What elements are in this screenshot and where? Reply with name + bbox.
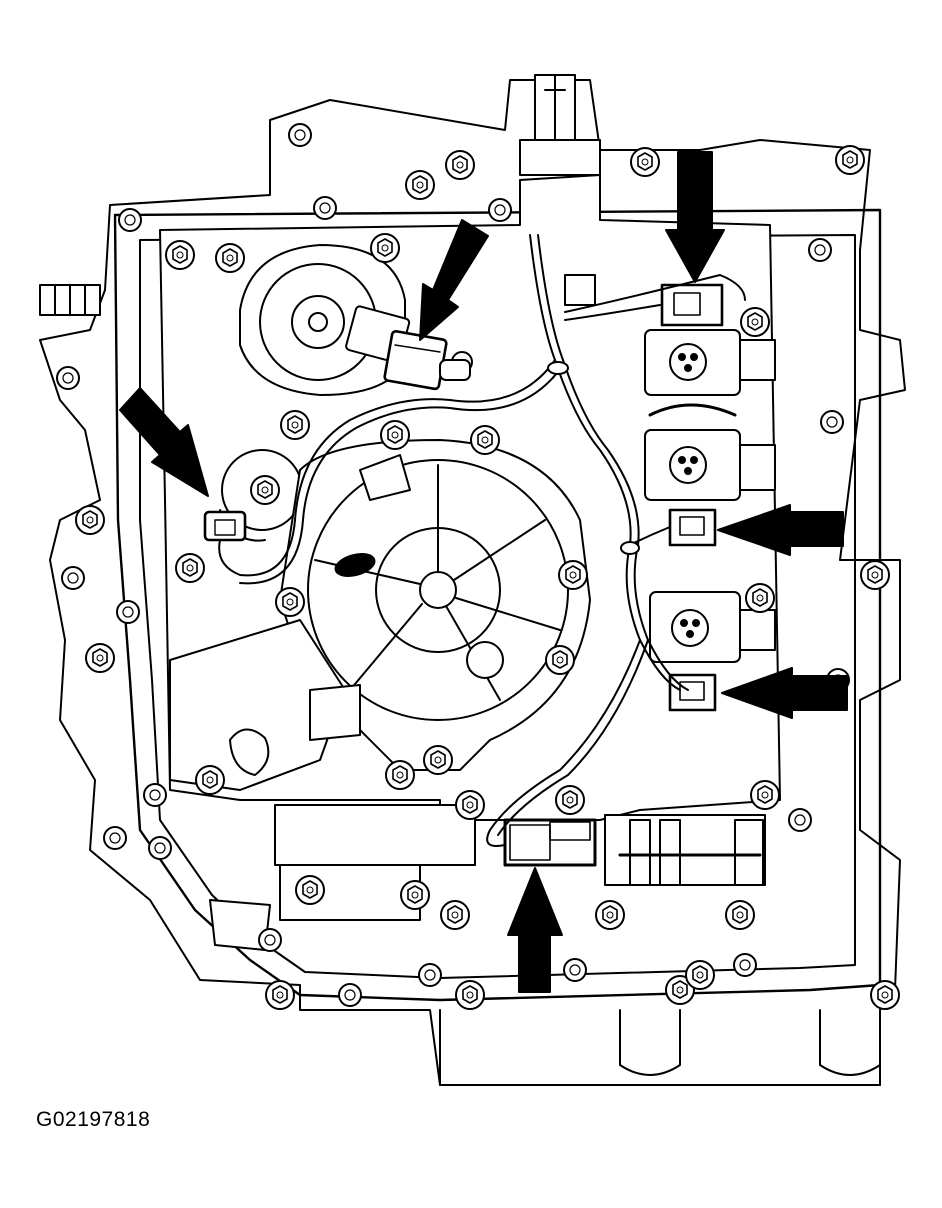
callout-arrow-bottom	[507, 867, 563, 993]
solenoid-lower-right	[649, 591, 776, 663]
pan-lobe-left	[619, 1009, 681, 1076]
manual-shaft-boss	[519, 74, 601, 176]
solenoid-spacer-arc	[648, 403, 737, 417]
figure-id-label: G02197818	[36, 1108, 151, 1131]
callout-arrow-upper-left	[419, 219, 489, 341]
connector-middle-right	[668, 508, 717, 547]
connector-top-right	[564, 274, 724, 327]
callout-arrow-left	[119, 387, 209, 497]
pan-lobe-right	[819, 1009, 881, 1076]
connector-lower-right	[668, 673, 717, 712]
callout-arrow-top-right	[665, 151, 725, 283]
solenoid-middle-right	[644, 429, 776, 501]
solenoid-upper-right	[644, 329, 776, 396]
valve-body-gasket-inner	[139, 234, 856, 979]
detent-lever-area	[169, 619, 361, 791]
pressure-control-solenoid	[239, 244, 411, 396]
lower-valve-channels	[209, 804, 766, 951]
callout-arrow-right-middle	[717, 504, 844, 556]
left-shaft-stub	[39, 284, 101, 316]
valve-body-gasket-outer	[113, 208, 882, 1002]
bottom-harness-connector	[503, 818, 597, 867]
callout-arrow-right-lower	[721, 667, 848, 719]
oil-pan-lower	[439, 1009, 881, 1086]
transmission-valve-body-diagram	[39, 74, 906, 1086]
wiring-harness	[218, 234, 746, 847]
